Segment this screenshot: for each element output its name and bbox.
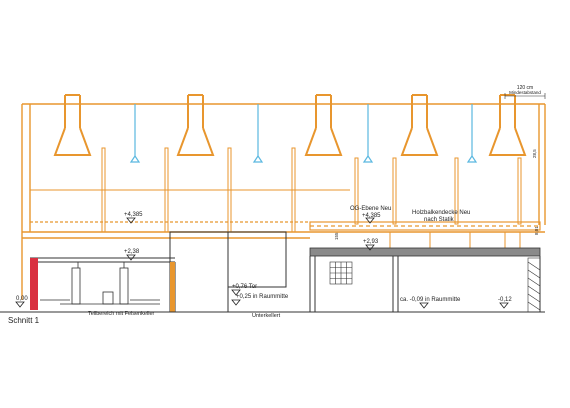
level-center-mid: +2,93 [363, 239, 379, 245]
level-ground-left: 0,00 [16, 296, 28, 302]
pendant-lamps [53, 94, 527, 156]
lamp-3 [304, 94, 343, 156]
level-right-room: ca. -0,09 in Raummitte [400, 297, 461, 303]
dimension-value: 120 cm [517, 85, 533, 91]
level-markers [15, 217, 509, 309]
lamp-4 [400, 94, 439, 156]
level-raummitte: +0,25 in Raummitte [236, 294, 289, 300]
level-og-center-label: OG-Ebene Neu [350, 206, 391, 212]
left-dim: 155 [334, 232, 339, 240]
top-dimension [504, 93, 546, 99]
level-left-mid: +2,38 [124, 249, 140, 255]
level-tor: +0,76 Tor [232, 284, 257, 290]
level-og-center: +4,385 [362, 213, 381, 219]
holzbalken-label-2: nach Statik [424, 217, 455, 223]
dimension-label: Mindestabstand [509, 90, 541, 95]
teilbereich-label: Teilbereich mit Felsenkeller [88, 311, 154, 317]
left-wall [30, 258, 38, 310]
right-dim-upper: 28,5 [532, 149, 537, 158]
section-title: Schnitt 1 [8, 316, 40, 325]
roof-frame [21, 103, 546, 300]
railing [389, 232, 521, 250]
holzbalken-label-1: Holzbalkendecke Neu [412, 210, 470, 216]
concrete-slab [309, 247, 541, 257]
right-dim-lower: 8,01 [534, 226, 539, 235]
right-hatched-wall [527, 257, 541, 313]
sprinkler-drops [129, 104, 478, 163]
orange-column [170, 262, 175, 312]
lamp-5 [488, 94, 527, 156]
unterkellert-label: Unterkellert [252, 313, 281, 319]
window-grid [329, 261, 353, 285]
level-right-far: -0,12 [498, 297, 512, 303]
lamp-1 [53, 94, 92, 156]
timber-beam-deck [30, 221, 541, 231]
lamp-2 [176, 94, 215, 156]
level-og-left: +4,385 [124, 212, 143, 218]
cellar-equipment [40, 262, 160, 305]
